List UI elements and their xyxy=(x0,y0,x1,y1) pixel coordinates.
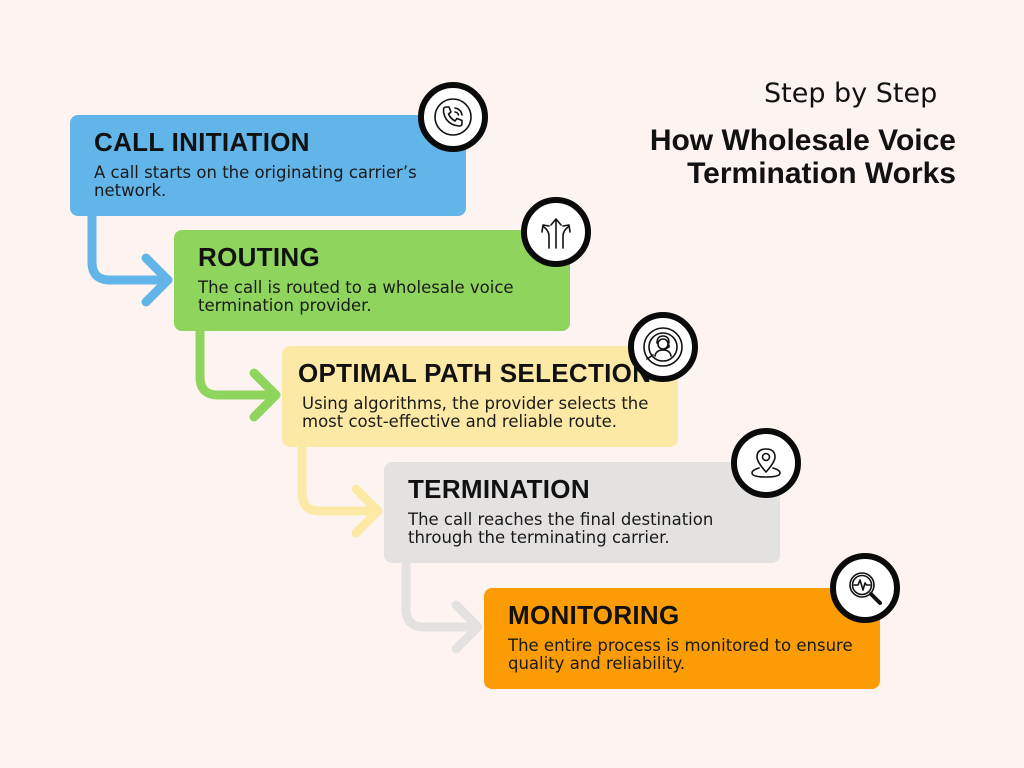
step-call-initiation: CALL INITIATION A call starts on the ori… xyxy=(70,115,466,216)
subtitle: Step by Step xyxy=(764,78,938,109)
route-arrows-icon xyxy=(521,197,591,267)
step-title: OPTIMAL PATH SELECTION xyxy=(298,358,652,388)
step-description: The call is routed to a wholesale voice … xyxy=(198,278,514,315)
step-termination: TERMINATION The call reaches the final d… xyxy=(384,462,780,563)
step-monitoring: MONITORING The entire process is monitor… xyxy=(484,588,880,689)
title-line-2: Termination Works xyxy=(687,157,956,190)
step-routing: ROUTING The call is routed to a wholesal… xyxy=(174,230,570,331)
step-title: ROUTING xyxy=(198,242,320,272)
connector-arrow-2 xyxy=(195,326,281,422)
connector-arrow-4 xyxy=(401,558,483,654)
phone-icon xyxy=(418,82,488,152)
connector-arrow-1 xyxy=(87,211,173,307)
location-pin-icon xyxy=(731,428,801,498)
step-title: MONITORING xyxy=(508,600,680,630)
step-description: A call starts on the originating carrier… xyxy=(94,163,417,200)
operator-icon xyxy=(628,312,698,382)
page-title: How Wholesale Voice Termination Works xyxy=(650,124,956,190)
title-line-1: How Wholesale Voice xyxy=(649,124,956,157)
connector-arrow-3 xyxy=(297,442,383,538)
step-optimal-path-selection: OPTIMAL PATH SELECTION Using algorithms,… xyxy=(282,346,678,447)
step-description: The call reaches the final destination t… xyxy=(408,510,714,547)
magnifier-pulse-icon xyxy=(830,553,900,623)
step-description: The entire process is monitored to ensur… xyxy=(508,636,853,673)
step-title: CALL INITIATION xyxy=(94,127,310,157)
step-description: Using algorithms, the provider selects t… xyxy=(302,394,649,431)
step-title: TERMINATION xyxy=(408,474,590,504)
